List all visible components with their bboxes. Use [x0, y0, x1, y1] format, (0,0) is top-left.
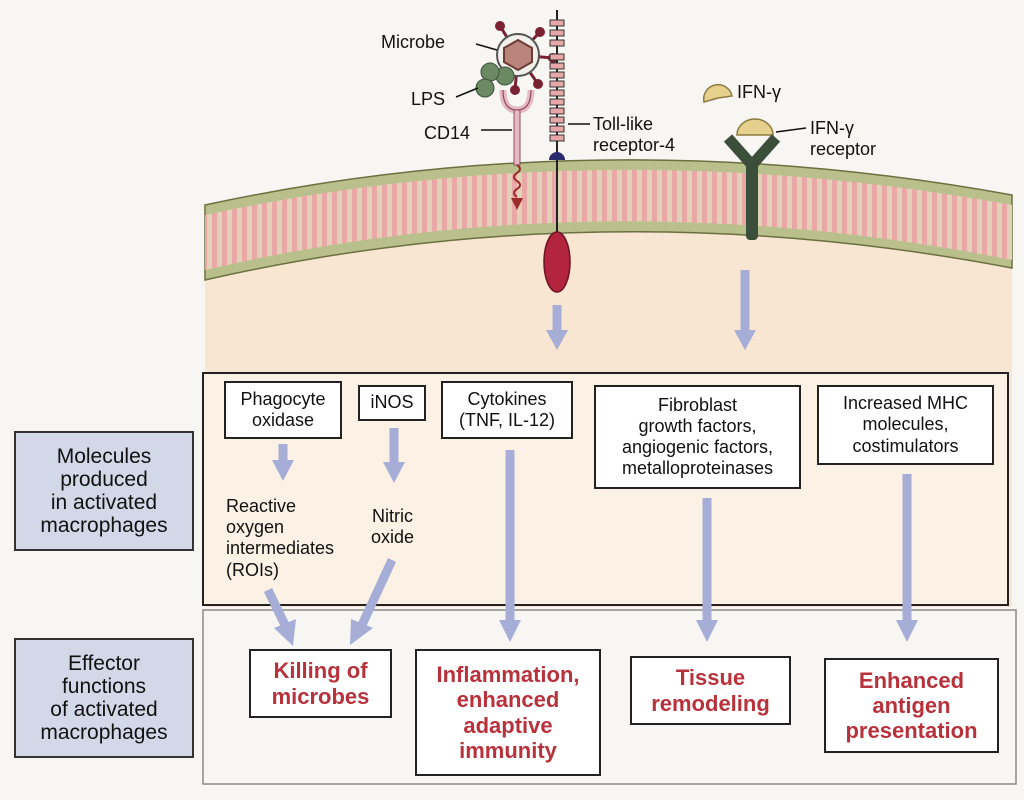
- cytokines-box: Cytokines (TNF, IL-12): [441, 381, 573, 439]
- nitric-oxide-label: Nitric oxide: [371, 506, 415, 548]
- mhc-box: Increased MHC molecules, costimulators: [817, 385, 994, 465]
- microbe-label: Microbe: [381, 32, 446, 52]
- inos-box: iNOS: [358, 385, 426, 421]
- molecules-side-label: Molecules produced in activated macropha…: [14, 431, 194, 551]
- ifn-receptor-label: IFN-γ receptor: [810, 118, 877, 160]
- ifn-gamma-icon: [702, 84, 733, 103]
- tissue-remodeling-box: Tissue remodeling: [630, 656, 791, 725]
- fibroblast-factors-box: Fibroblast growth factors, angiogenic fa…: [594, 385, 801, 489]
- killing-of-microbes-box: Killing of microbes: [249, 649, 392, 718]
- tlr4-label: Toll-like receptor-4: [593, 114, 676, 156]
- roi-label: Reactive oxygen intermediates (ROIs): [226, 496, 335, 580]
- cd14-receptor-icon: [499, 89, 535, 210]
- ifn-gamma-receptor-icon: [723, 118, 781, 240]
- tlr4-receptor-icon: [543, 10, 571, 293]
- arrows: [263, 270, 918, 646]
- phagocyte-oxidase-box: Phagocyte oxidase: [224, 381, 342, 439]
- lps-icon: [475, 62, 515, 98]
- ifn-gamma-label: IFN-γ: [737, 82, 781, 102]
- effector-side-label: Effector functions of activated macropha…: [14, 638, 194, 758]
- antigen-presentation-box: Enhanced antigen presentation: [824, 658, 999, 753]
- lps-label: LPS: [411, 89, 446, 109]
- cd14-label: CD14: [424, 123, 471, 143]
- inflammation-box: Inflammation, enhanced adaptive immunity: [415, 649, 601, 776]
